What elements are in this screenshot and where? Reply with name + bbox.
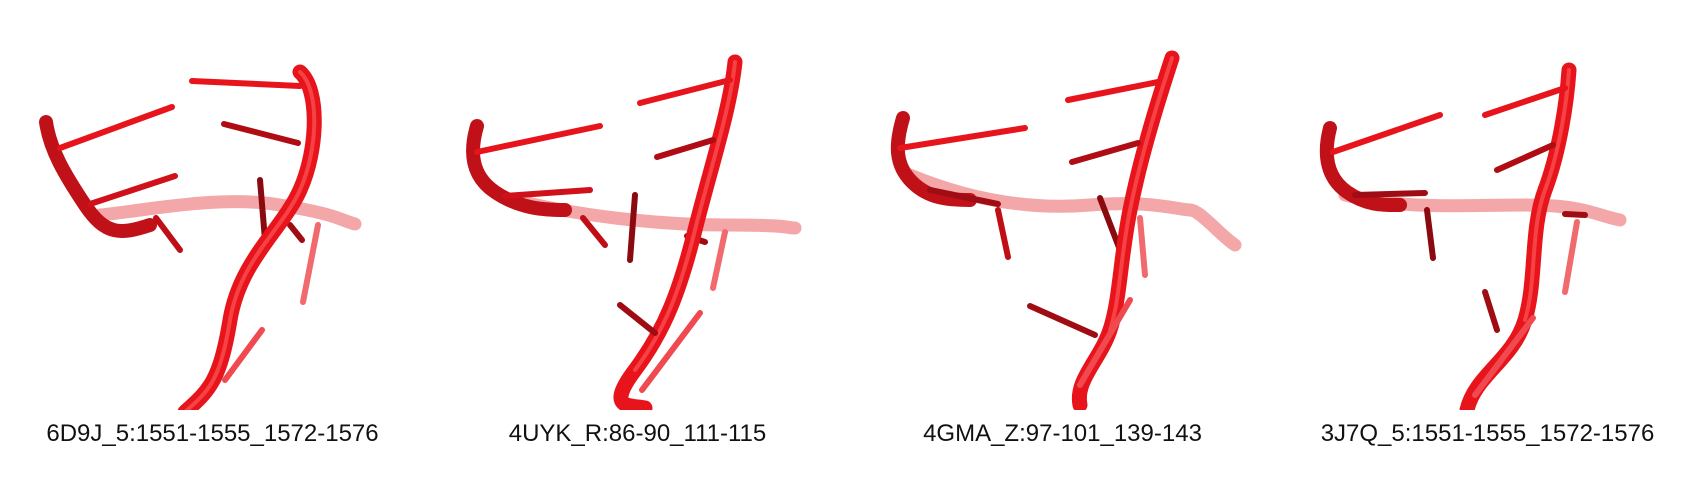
structure-label: 3J7Q_5:1551-1555_1572-1576 bbox=[1320, 420, 1655, 447]
rna-structure-image-2 bbox=[466, 54, 802, 410]
rna-structure-image-4 bbox=[1319, 62, 1627, 410]
structure-panel-1: 6D9J_5:1551-1555_1572-1576 bbox=[0, 0, 425, 480]
rna-structure-image-1 bbox=[39, 64, 362, 410]
structure-panel-4: 3J7Q_5:1551-1555_1572-1576 bbox=[1275, 0, 1700, 480]
rna-structure-image-3 bbox=[890, 50, 1242, 410]
structure-panel-2: 4UYK_R:86-90_111-115 bbox=[425, 0, 850, 480]
structure-panel-3: 4GMA_Z:97-101_139-143 bbox=[850, 0, 1275, 480]
structure-label: 6D9J_5:1551-1555_1572-1576 bbox=[46, 420, 379, 447]
structure-label: 4GMA_Z:97-101_139-143 bbox=[923, 420, 1202, 447]
structure-label: 4UYK_R:86-90_111-115 bbox=[508, 420, 767, 447]
